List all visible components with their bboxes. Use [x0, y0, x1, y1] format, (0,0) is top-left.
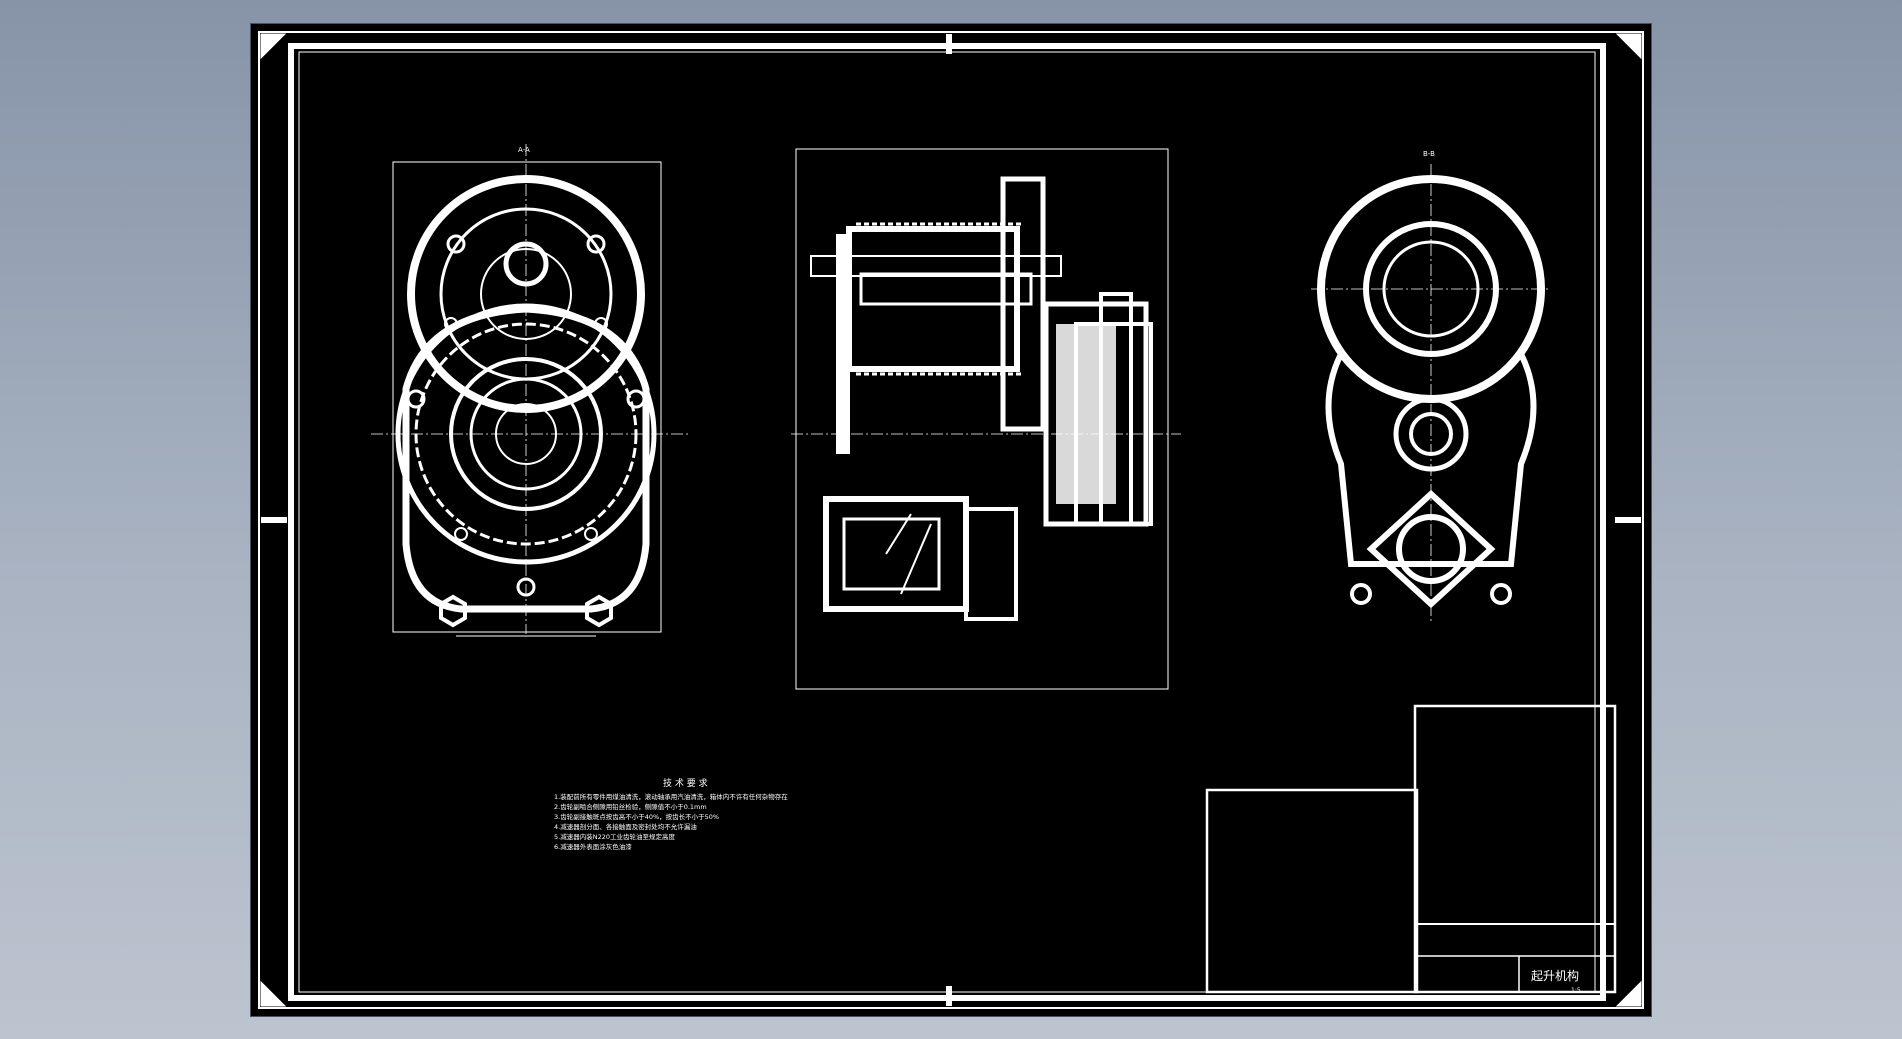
cad-drawing: 技 术 要 求 1.装配前所有零件用煤油清洗，滚动轴承用汽油清洗，箱体内不许有任… [258, 31, 1644, 1009]
tech-req-line-4: 4.减速器剖分面、各接触面及密封处均不允许漏油 [554, 822, 697, 831]
tech-req-line-3: 3.齿轮副接触斑点按齿高不小于40%，按齿长不小于50% [554, 812, 719, 821]
tech-req-line-2: 2.齿轮副啮合侧隙用铅丝检验，侧隙值不小于0.1mm [554, 802, 707, 811]
tech-req-line-5: 5.减速器内装N220工业齿轮油至规定高度 [554, 832, 675, 841]
title-block [1205, 704, 1617, 994]
drawing-frame [258, 31, 1644, 1009]
drawing-sheet: 技 术 要 求 1.装配前所有零件用煤油清洗，滚动轴承用汽油清洗，箱体内不许有任… [251, 24, 1651, 1016]
drawing-scale: 1:5 [1571, 987, 1581, 994]
drawing-title: 起升机构 [1531, 968, 1579, 983]
center-section-view [791, 148, 1181, 690]
tech-requirements-block: 技 术 要 求 1.装配前所有零件用煤油清洗，滚动轴承用汽油清洗，箱体内不许有任… [554, 777, 788, 851]
right-end-view [1311, 164, 1551, 624]
left-view-label: A-A [518, 146, 530, 154]
left-end-view [371, 144, 691, 637]
tech-req-line-1: 1.装配前所有零件用煤油清洗，滚动轴承用汽油清洗，箱体内不许有任何杂物存在 [554, 792, 788, 801]
tech-req-heading: 技 术 要 求 [663, 777, 708, 789]
right-view-label: B-B [1423, 150, 1435, 158]
tech-req-line-6: 6.减速器外表面涂灰色油漆 [554, 842, 632, 851]
